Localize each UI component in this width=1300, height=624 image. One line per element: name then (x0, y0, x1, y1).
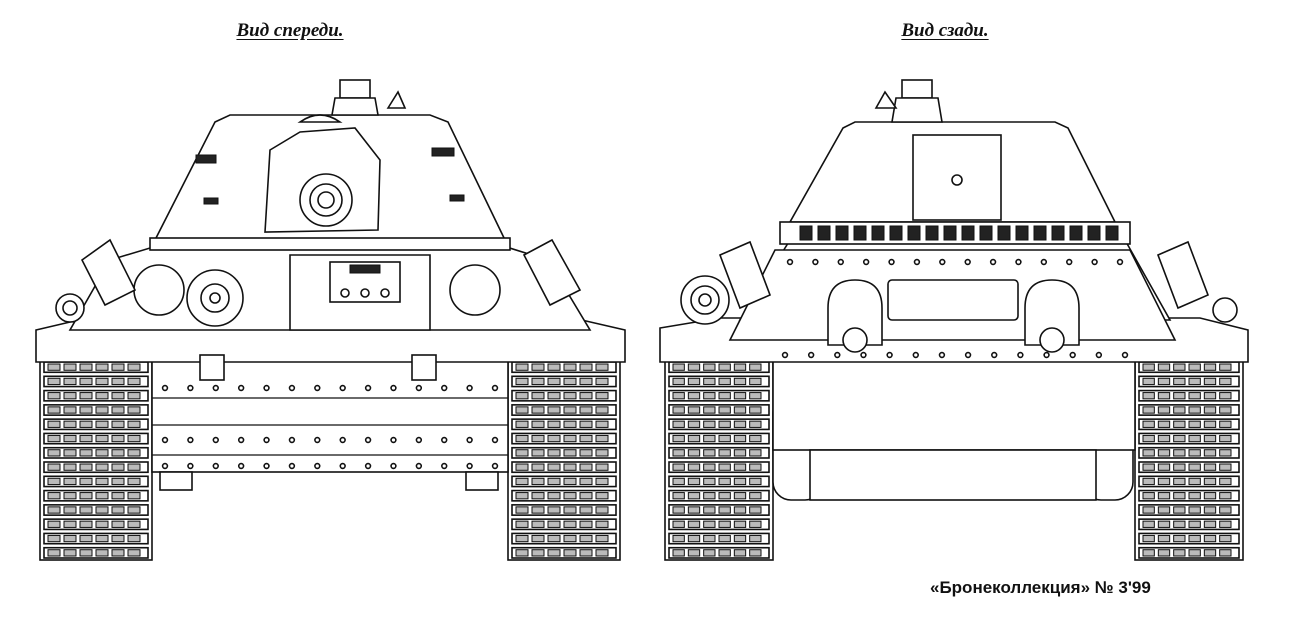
front-turret (149, 79, 511, 251)
front-right-track (507, 359, 621, 561)
publication-credit: «Бронеколлекция» № 3'99 (930, 578, 1151, 597)
rear-right-track (1134, 359, 1244, 561)
rear-hull-details (680, 240, 1238, 325)
hull-rivets (161, 384, 499, 470)
front-view-caption: Вид спереди. (236, 20, 344, 41)
front-hull-details (55, 238, 582, 381)
front-left-track (39, 359, 153, 561)
rear-turret (779, 79, 1131, 245)
rear-view-caption: Вид сзади. (901, 20, 989, 41)
rear-exhausts (827, 279, 1080, 353)
rear-rivets (781, 258, 1129, 359)
rear-left-track (664, 359, 774, 561)
